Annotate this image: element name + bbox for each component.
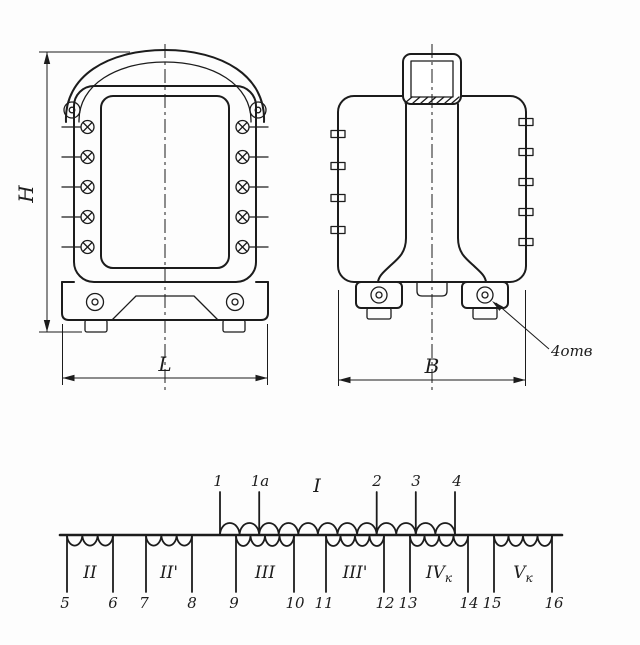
arrowhead: [43, 320, 51, 332]
side-pins-left: [330, 129, 346, 235]
terminal-number: 15: [482, 594, 501, 612]
side-view: B 4отв: [330, 44, 593, 392]
terminal-number: 11: [314, 594, 333, 612]
winding-label-text: II': [159, 563, 178, 583]
terminal-number: 8: [187, 594, 197, 612]
secondary-coil: [66, 534, 114, 547]
winding-label: II: [82, 563, 97, 583]
primary-coil: [219, 522, 456, 536]
primary-winding-label: I: [312, 475, 321, 497]
winding-label-sub: к: [445, 571, 453, 585]
winding-label: III': [342, 563, 368, 583]
secondary-winding-III: III 9 10: [229, 534, 305, 612]
winding-label-text: III': [342, 563, 368, 583]
arrowhead: [255, 374, 268, 382]
side-foot-hole-right: [476, 286, 494, 304]
strap-eyelet-left-hole: [68, 106, 76, 114]
terminal-number: 9: [229, 594, 239, 612]
terminal-lug: [61, 239, 95, 255]
terminal-number: 13: [398, 594, 417, 612]
strap-eyelet-left: [63, 101, 81, 119]
terminal-number: 6: [108, 594, 118, 612]
foot-tab-right: [222, 319, 246, 333]
terminals-right: [235, 119, 269, 255]
secondary-coil: [145, 534, 193, 547]
terminals-left: [61, 119, 95, 255]
secondary-coil: [409, 534, 469, 547]
secondary-coil: [325, 534, 385, 547]
terminal-number: 16: [544, 594, 564, 612]
winding-label-text: II: [82, 563, 97, 583]
side-foot-right: [461, 281, 509, 309]
side-foot-hole-left: [370, 286, 388, 304]
terminal-lug: [61, 149, 95, 165]
terminal-number: 1а: [251, 472, 270, 490]
side-foot-tab-left: [366, 307, 392, 320]
foot-tab-left: [84, 319, 108, 333]
side-pins-right: [518, 117, 534, 247]
winding-label-sub: к: [526, 571, 534, 585]
secondary-winding-IVk: IVк 13 14: [398, 534, 479, 612]
foot-hole-left: [85, 292, 105, 312]
arrowhead: [513, 376, 526, 384]
secondary-winding-II: II 5 6: [60, 534, 118, 612]
width-dim-label: B: [424, 354, 440, 378]
strap-eyelet-right: [249, 101, 267, 119]
terminal-number: 10: [285, 594, 305, 612]
arrowhead: [338, 376, 351, 384]
secondary-winding-Vk: Vк 15 16: [482, 534, 564, 612]
terminal-number: 1: [213, 472, 223, 490]
terminal-number: 7: [139, 594, 149, 612]
winding-schematic: 1 1а 2 3 4 I II 5 6 II' 7 8: [58, 472, 564, 612]
dimension-l: L: [62, 324, 268, 385]
winding-label: II': [159, 563, 178, 583]
leader-arrowhead: [492, 301, 503, 311]
terminal-lug: [235, 149, 269, 165]
terminal-number: 12: [375, 594, 394, 612]
side-foot-tab-right: [472, 307, 498, 320]
strap-eyelet-right-hole: [254, 106, 262, 114]
coil-column: [377, 103, 487, 283]
side-foot-left: [355, 281, 403, 309]
winding-label-text: V: [513, 563, 527, 583]
holes-note-text: 4отв: [550, 342, 593, 360]
dimension-h: H: [14, 51, 130, 333]
winding-label: IVк: [425, 563, 453, 585]
height-dim-label: H: [14, 185, 38, 204]
primary-winding: 1 1а 2 3 4 I: [213, 472, 462, 536]
terminal-lug: [235, 119, 269, 135]
terminal-lug: [235, 179, 269, 195]
terminal-number: 5: [60, 594, 70, 612]
front-view: H L: [14, 44, 269, 392]
secondary-winding-III-prime: III' 11 12: [314, 534, 395, 612]
holes-note: 4отв: [492, 301, 593, 360]
winding-label: III: [254, 563, 275, 583]
terminal-lug: [61, 179, 95, 195]
terminal-number: 3: [411, 472, 421, 490]
terminal-number: 14: [459, 594, 478, 612]
winding-label-text: IV: [425, 563, 447, 583]
foot-hole-right: [225, 292, 245, 312]
winding-label: Vк: [513, 563, 533, 585]
terminal-number: 2: [371, 472, 382, 490]
terminal-lug: [61, 209, 95, 225]
terminal-lug: [235, 239, 269, 255]
secondary-coil: [493, 534, 553, 547]
dimension-b: B: [338, 290, 526, 386]
terminal-number: 4: [451, 472, 462, 490]
length-dim-label: L: [157, 352, 171, 376]
secondary-winding-II-prime: II' 7 8: [139, 534, 197, 612]
winding-label-text: III: [254, 563, 275, 583]
secondary-coil: [235, 534, 295, 547]
arrowhead: [62, 374, 75, 382]
arrowhead: [43, 52, 51, 64]
terminal-lug: [235, 209, 269, 225]
terminal-lug: [61, 119, 95, 135]
